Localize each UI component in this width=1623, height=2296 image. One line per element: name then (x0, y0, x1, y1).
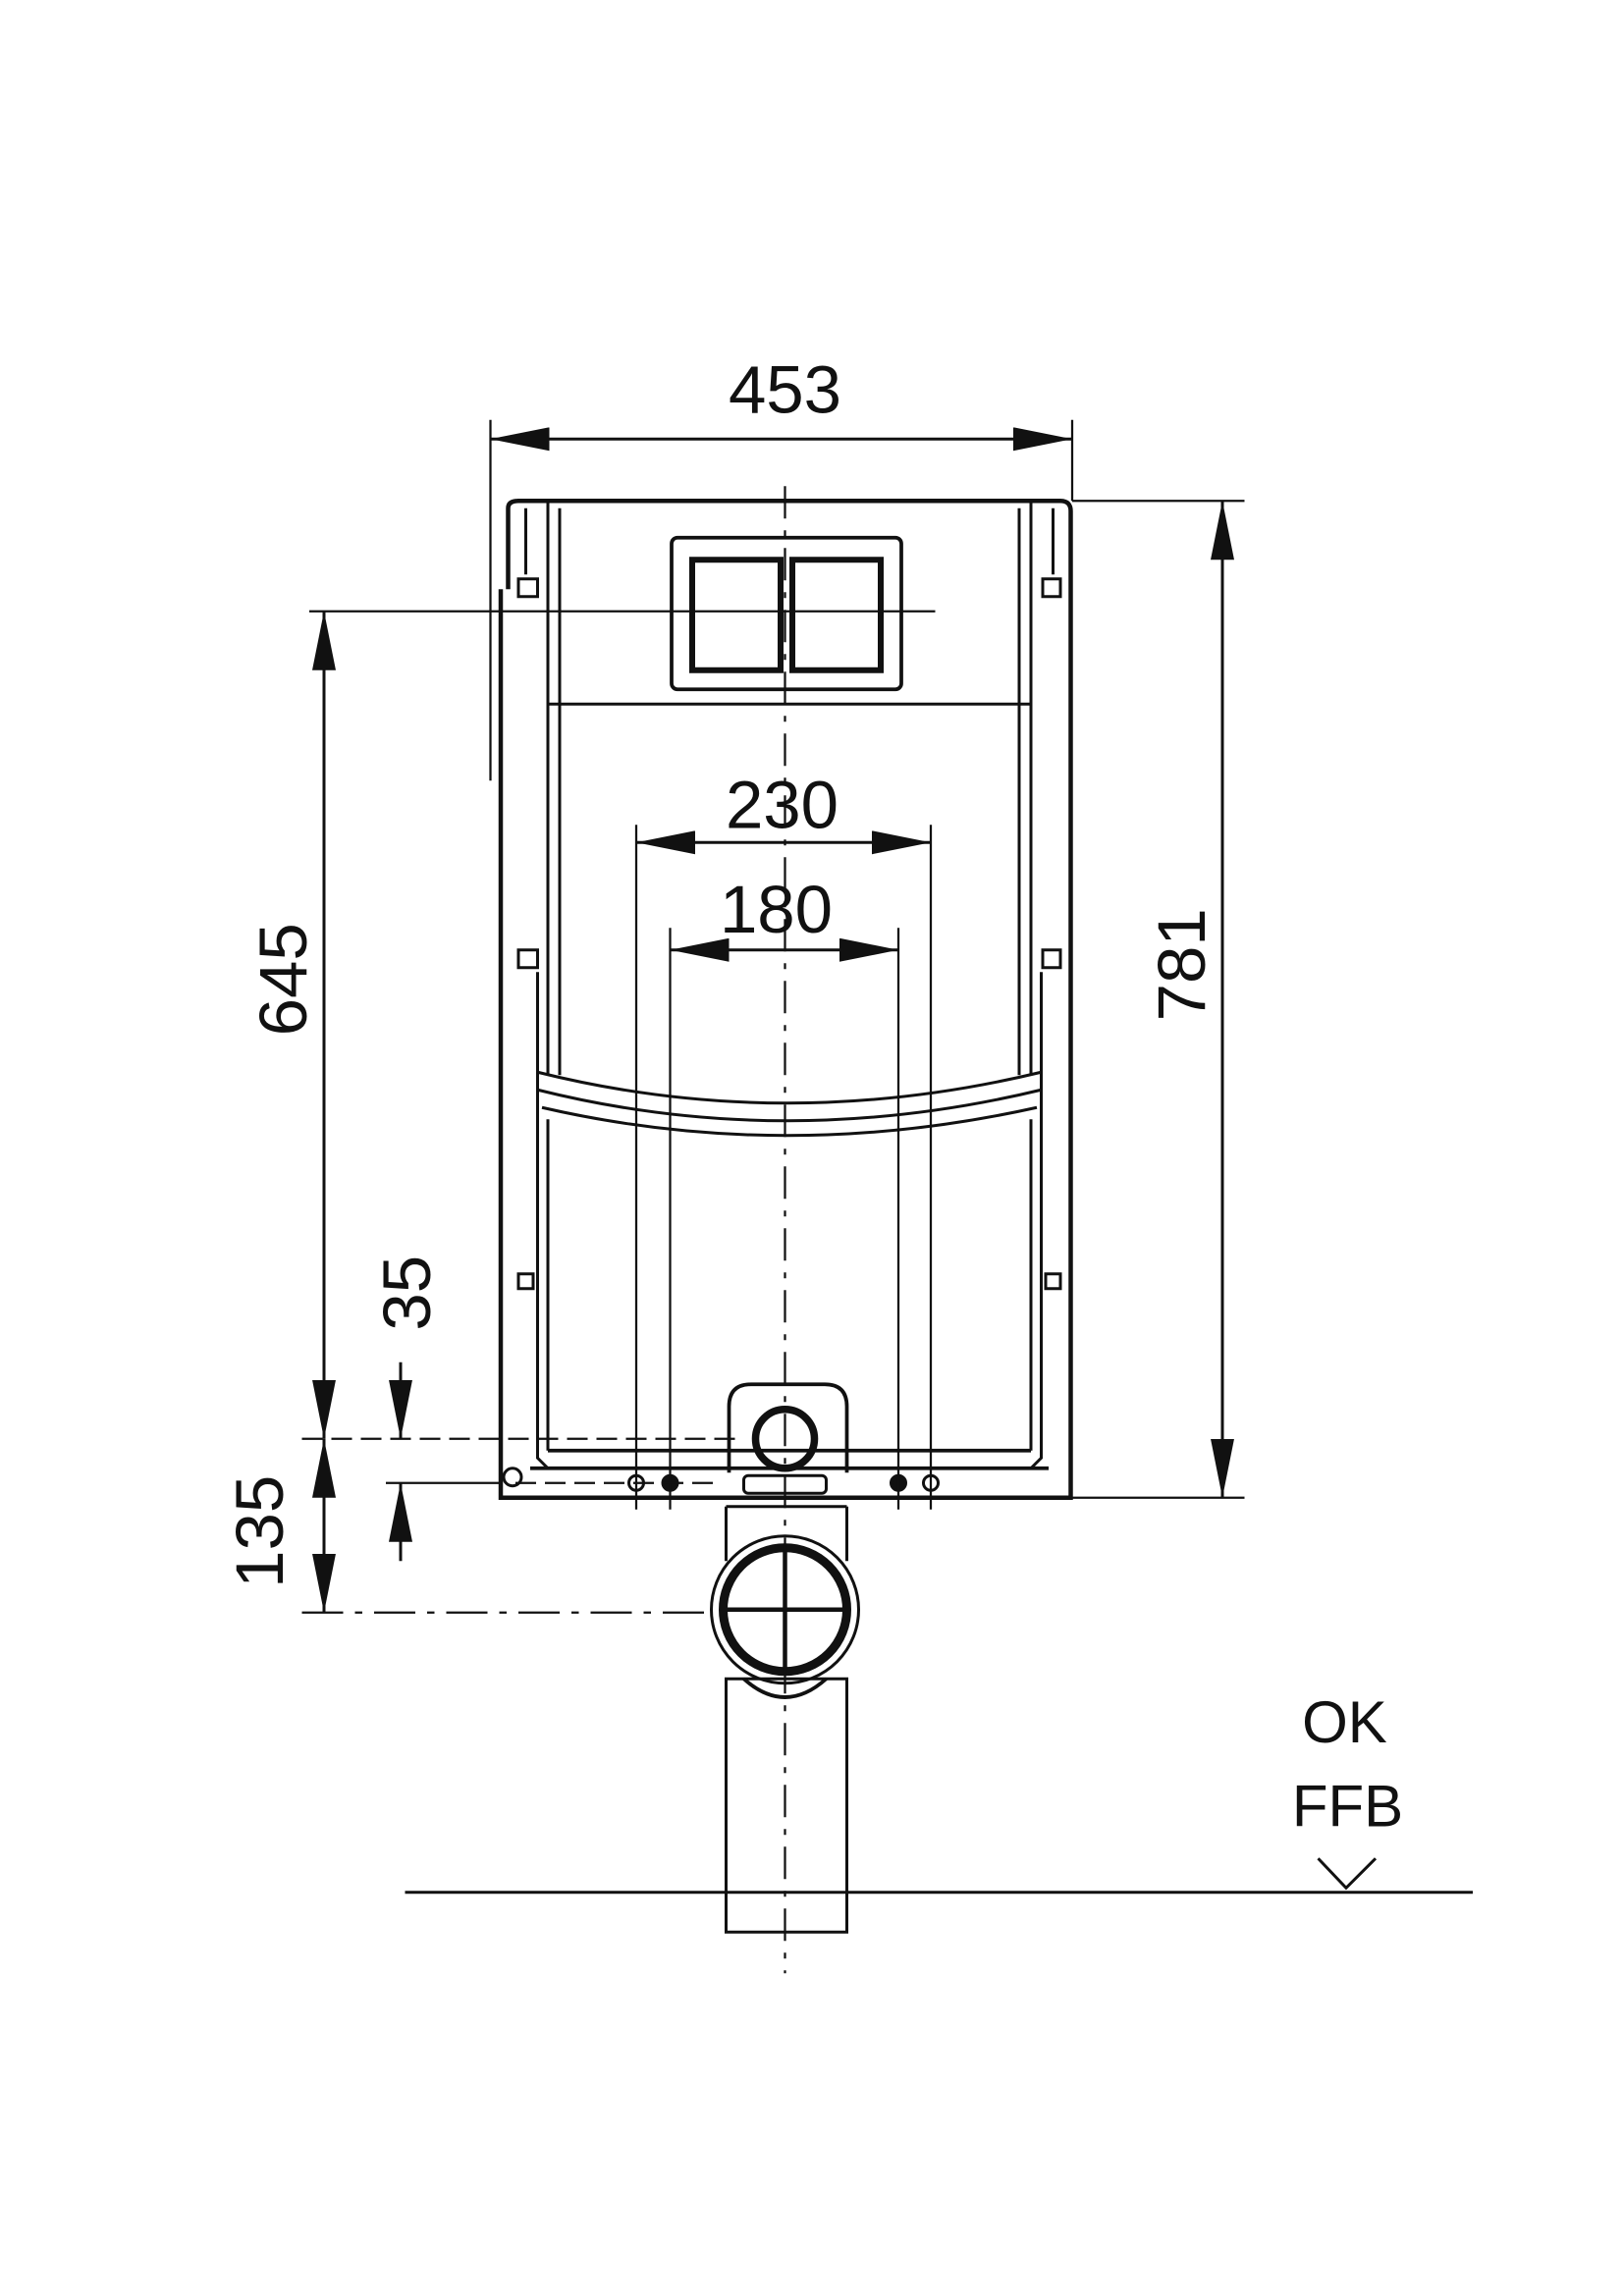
floor-level-chevron-icon (1317, 1857, 1378, 1891)
flush-button-left (689, 557, 784, 673)
dim-label-230: 230 (726, 767, 839, 842)
dim-label-135: 135 (222, 1475, 298, 1588)
dimension-labels: 453 781 645 230 180 35 135 OK FFB (222, 351, 1403, 1839)
drain-pipe (725, 1677, 848, 1934)
dim-label-180: 180 (720, 872, 833, 947)
floor-label-ffb: FFB (1292, 1773, 1403, 1839)
water-supply-connection (751, 1406, 819, 1472)
water-supply-bracket (727, 1382, 849, 1473)
dimension-lines (312, 427, 1234, 1613)
flush-button-right (789, 557, 884, 673)
flush-plate (670, 535, 903, 692)
dim-label-781: 781 (1144, 908, 1219, 1021)
dim-label-645: 645 (245, 923, 321, 1036)
dim-label-453: 453 (729, 351, 841, 427)
reference-lines (301, 419, 1473, 1974)
floor-label-ok: OK (1302, 1689, 1387, 1755)
dim-label-35: 35 (369, 1255, 445, 1331)
